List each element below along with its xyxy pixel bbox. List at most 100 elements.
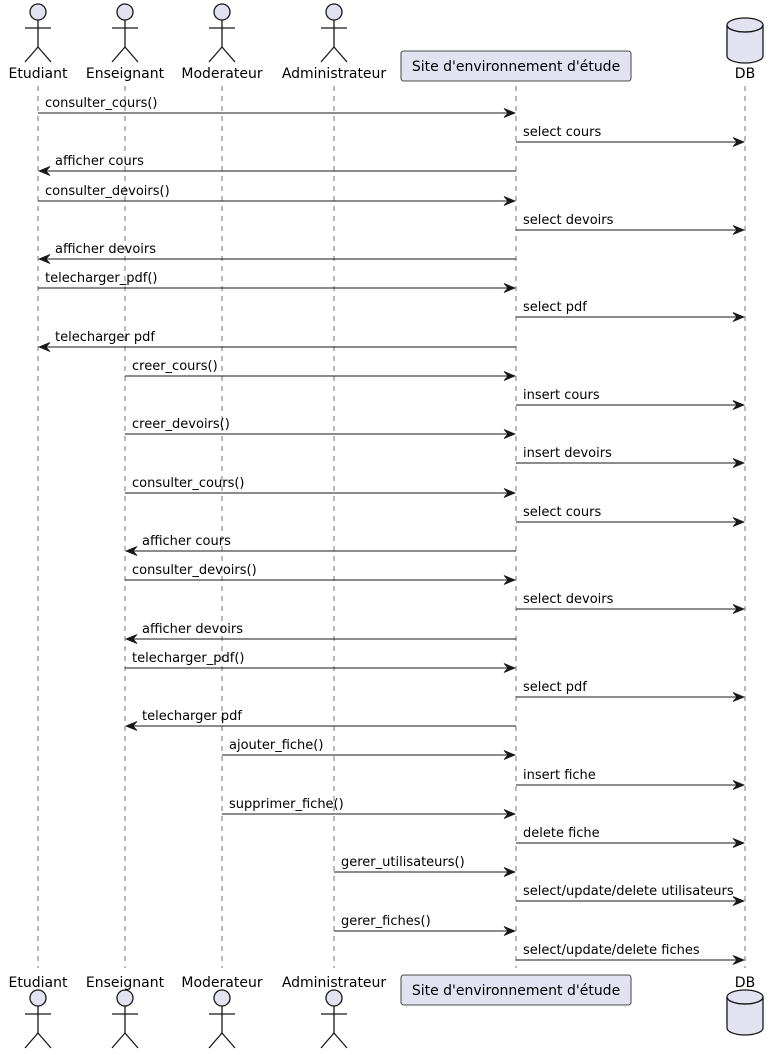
participant-name: Administrateur: [282, 975, 387, 991]
arrowhead-icon: [503, 809, 517, 819]
participant-name: Enseignant: [86, 975, 165, 991]
arrowhead-icon: [732, 955, 746, 965]
message: telecharger pdf: [37, 330, 516, 352]
stick-figure-icon: [208, 989, 236, 1049]
arrowhead-icon: [37, 166, 51, 176]
arrowhead-icon: [503, 108, 517, 118]
arrowhead-icon: [732, 400, 746, 410]
stick-figure-icon: [208, 3, 236, 63]
lifelines: [37, 86, 746, 968]
message-label: select/update/delete utilisateurs: [523, 884, 734, 899]
message: insert fiche: [516, 768, 746, 790]
database-icon: [726, 17, 764, 64]
actor-enseignant-bottom: Enseignant: [86, 975, 165, 1049]
arrowhead-icon: [503, 750, 517, 760]
actor-moderateur-bottom: Moderateur: [181, 975, 263, 1049]
message: delete fiche: [516, 826, 746, 848]
message-label: afficher devoirs: [142, 622, 243, 637]
actor-administrateur-bottom: Administrateur: [282, 975, 387, 1049]
message-label: telecharger pdf: [142, 709, 242, 724]
message-label: afficher cours: [55, 154, 144, 169]
participant-name: Site d'environnement d'étude: [412, 983, 620, 999]
actor-etudiant-top: Etudiant: [9, 3, 68, 82]
message: insert devoirs: [516, 446, 746, 468]
participant-name: Moderateur: [181, 975, 262, 991]
arrowhead-icon: [732, 780, 746, 790]
message: select pdf: [516, 300, 746, 322]
stick-figure-icon: [320, 3, 348, 63]
arrowhead-icon: [732, 458, 746, 468]
message: insert cours: [516, 388, 746, 410]
message-label: consulter_cours(): [45, 96, 158, 111]
participant-name: Enseignant: [86, 66, 165, 82]
message-label: select pdf: [523, 300, 587, 315]
participant-name: Site d'environnement d'étude: [412, 59, 620, 75]
participant-db-bottom: DB: [726, 975, 764, 1036]
message-label: telecharger_pdf(): [45, 271, 158, 286]
participant-heads: EtudiantEtudiantEnseignantEnseignantMode…: [9, 3, 764, 1049]
message: afficher cours: [124, 534, 516, 556]
stick-figure-icon: [24, 3, 52, 63]
actor-enseignant-top: Enseignant: [86, 3, 165, 82]
arrowhead-icon: [124, 546, 138, 556]
arrowhead-icon: [503, 867, 517, 877]
message: ajouter_fiche(): [222, 738, 517, 760]
message: afficher cours: [37, 154, 516, 176]
message: afficher devoirs: [124, 622, 516, 644]
message: consulter_cours(): [38, 96, 517, 118]
participant-name: Etudiant: [9, 66, 68, 82]
stick-figure-icon: [111, 3, 139, 63]
message-label: telecharger_pdf(): [132, 651, 245, 666]
participant-name: DB: [735, 66, 755, 82]
message-label: gerer_utilisateurs(): [341, 855, 465, 870]
message: select/update/delete utilisateurs: [516, 884, 746, 906]
message-label: select cours: [523, 505, 601, 520]
arrowhead-icon: [124, 634, 138, 644]
arrowhead-icon: [37, 254, 51, 264]
message-label: delete fiche: [523, 826, 600, 841]
message-label: afficher cours: [142, 534, 231, 549]
database-icon: [726, 989, 764, 1036]
message-label: afficher devoirs: [55, 242, 156, 257]
message-label: creer_devoirs(): [132, 417, 230, 432]
message: consulter_devoirs(): [125, 563, 517, 585]
arrowhead-icon: [732, 225, 746, 235]
message-label: select cours: [523, 125, 601, 140]
actor-etudiant-bottom: Etudiant: [9, 975, 68, 1049]
message: select devoirs: [516, 213, 746, 235]
message: consulter_cours(): [125, 476, 517, 498]
actor-administrateur-top: Administrateur: [282, 3, 386, 82]
arrowhead-icon: [732, 137, 746, 147]
arrowhead-icon: [732, 312, 746, 322]
message: telecharger pdf: [124, 709, 516, 731]
arrowhead-icon: [503, 926, 517, 936]
message-label: select pdf: [523, 680, 587, 695]
message: consulter_devoirs(): [38, 184, 517, 206]
message-label: insert cours: [523, 388, 600, 403]
message: select devoirs: [516, 592, 746, 614]
message: telecharger_pdf(): [38, 271, 517, 293]
participant-db-top: DB: [726, 17, 764, 82]
stick-figure-icon: [24, 989, 52, 1049]
message-label: supprimer_fiche(): [229, 797, 344, 812]
message-label: creer_cours(): [132, 359, 218, 374]
arrowhead-icon: [503, 429, 517, 439]
message: gerer_utilisateurs(): [334, 855, 517, 877]
actor-moderateur-top: Moderateur: [181, 3, 263, 82]
arrowhead-icon: [503, 371, 517, 381]
message-label: select/update/delete fiches: [523, 943, 700, 958]
arrowhead-icon: [124, 721, 138, 731]
message: select cours: [516, 125, 746, 147]
participant-site-bottom: Site d'environnement d'étude: [400, 974, 632, 1006]
stick-figure-icon: [320, 989, 348, 1049]
arrowhead-icon: [732, 692, 746, 702]
message-label: insert fiche: [523, 768, 596, 783]
participant-name: Moderateur: [181, 66, 262, 82]
message: select/update/delete fiches: [516, 943, 746, 965]
message-label: select devoirs: [523, 213, 614, 228]
arrowhead-icon: [732, 838, 746, 848]
message-label: consulter_cours(): [132, 476, 245, 491]
message: afficher devoirs: [37, 242, 516, 264]
arrowhead-icon: [503, 575, 517, 585]
